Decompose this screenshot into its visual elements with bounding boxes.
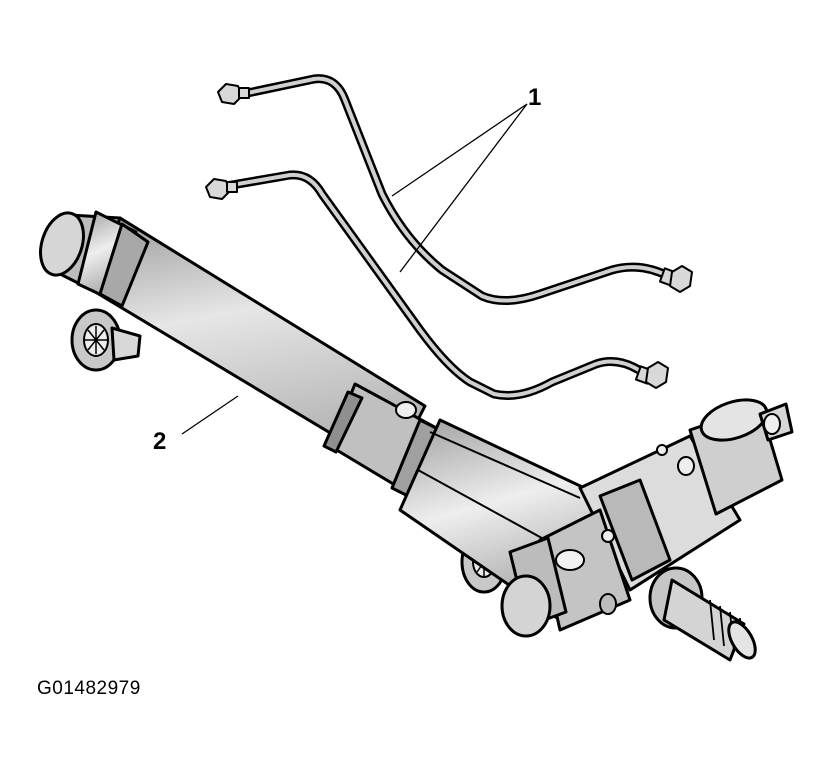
valve-housing bbox=[500, 434, 742, 638]
lower-fluid-line bbox=[221, 170, 650, 400]
steering-gear-assembly bbox=[39, 210, 794, 662]
hex-nut-fitting bbox=[658, 265, 693, 293]
left-tie-rod-end bbox=[70, 308, 142, 372]
callout-label-2: 2 bbox=[153, 428, 167, 455]
valve-cylinder bbox=[688, 398, 794, 516]
hex-nut-fitting bbox=[205, 178, 238, 200]
left-end-cap bbox=[39, 210, 150, 308]
hex-nut-fitting bbox=[217, 83, 250, 105]
fluid-lines bbox=[205, 74, 693, 400]
figure-id-label: G01482979 bbox=[37, 678, 141, 699]
callout-label-1: 1 bbox=[528, 84, 542, 111]
leader-lines bbox=[181, 103, 528, 435]
hex-nut-fitting bbox=[634, 361, 669, 389]
input-shaft bbox=[599, 566, 757, 662]
upper-fluid-line bbox=[233, 74, 673, 305]
